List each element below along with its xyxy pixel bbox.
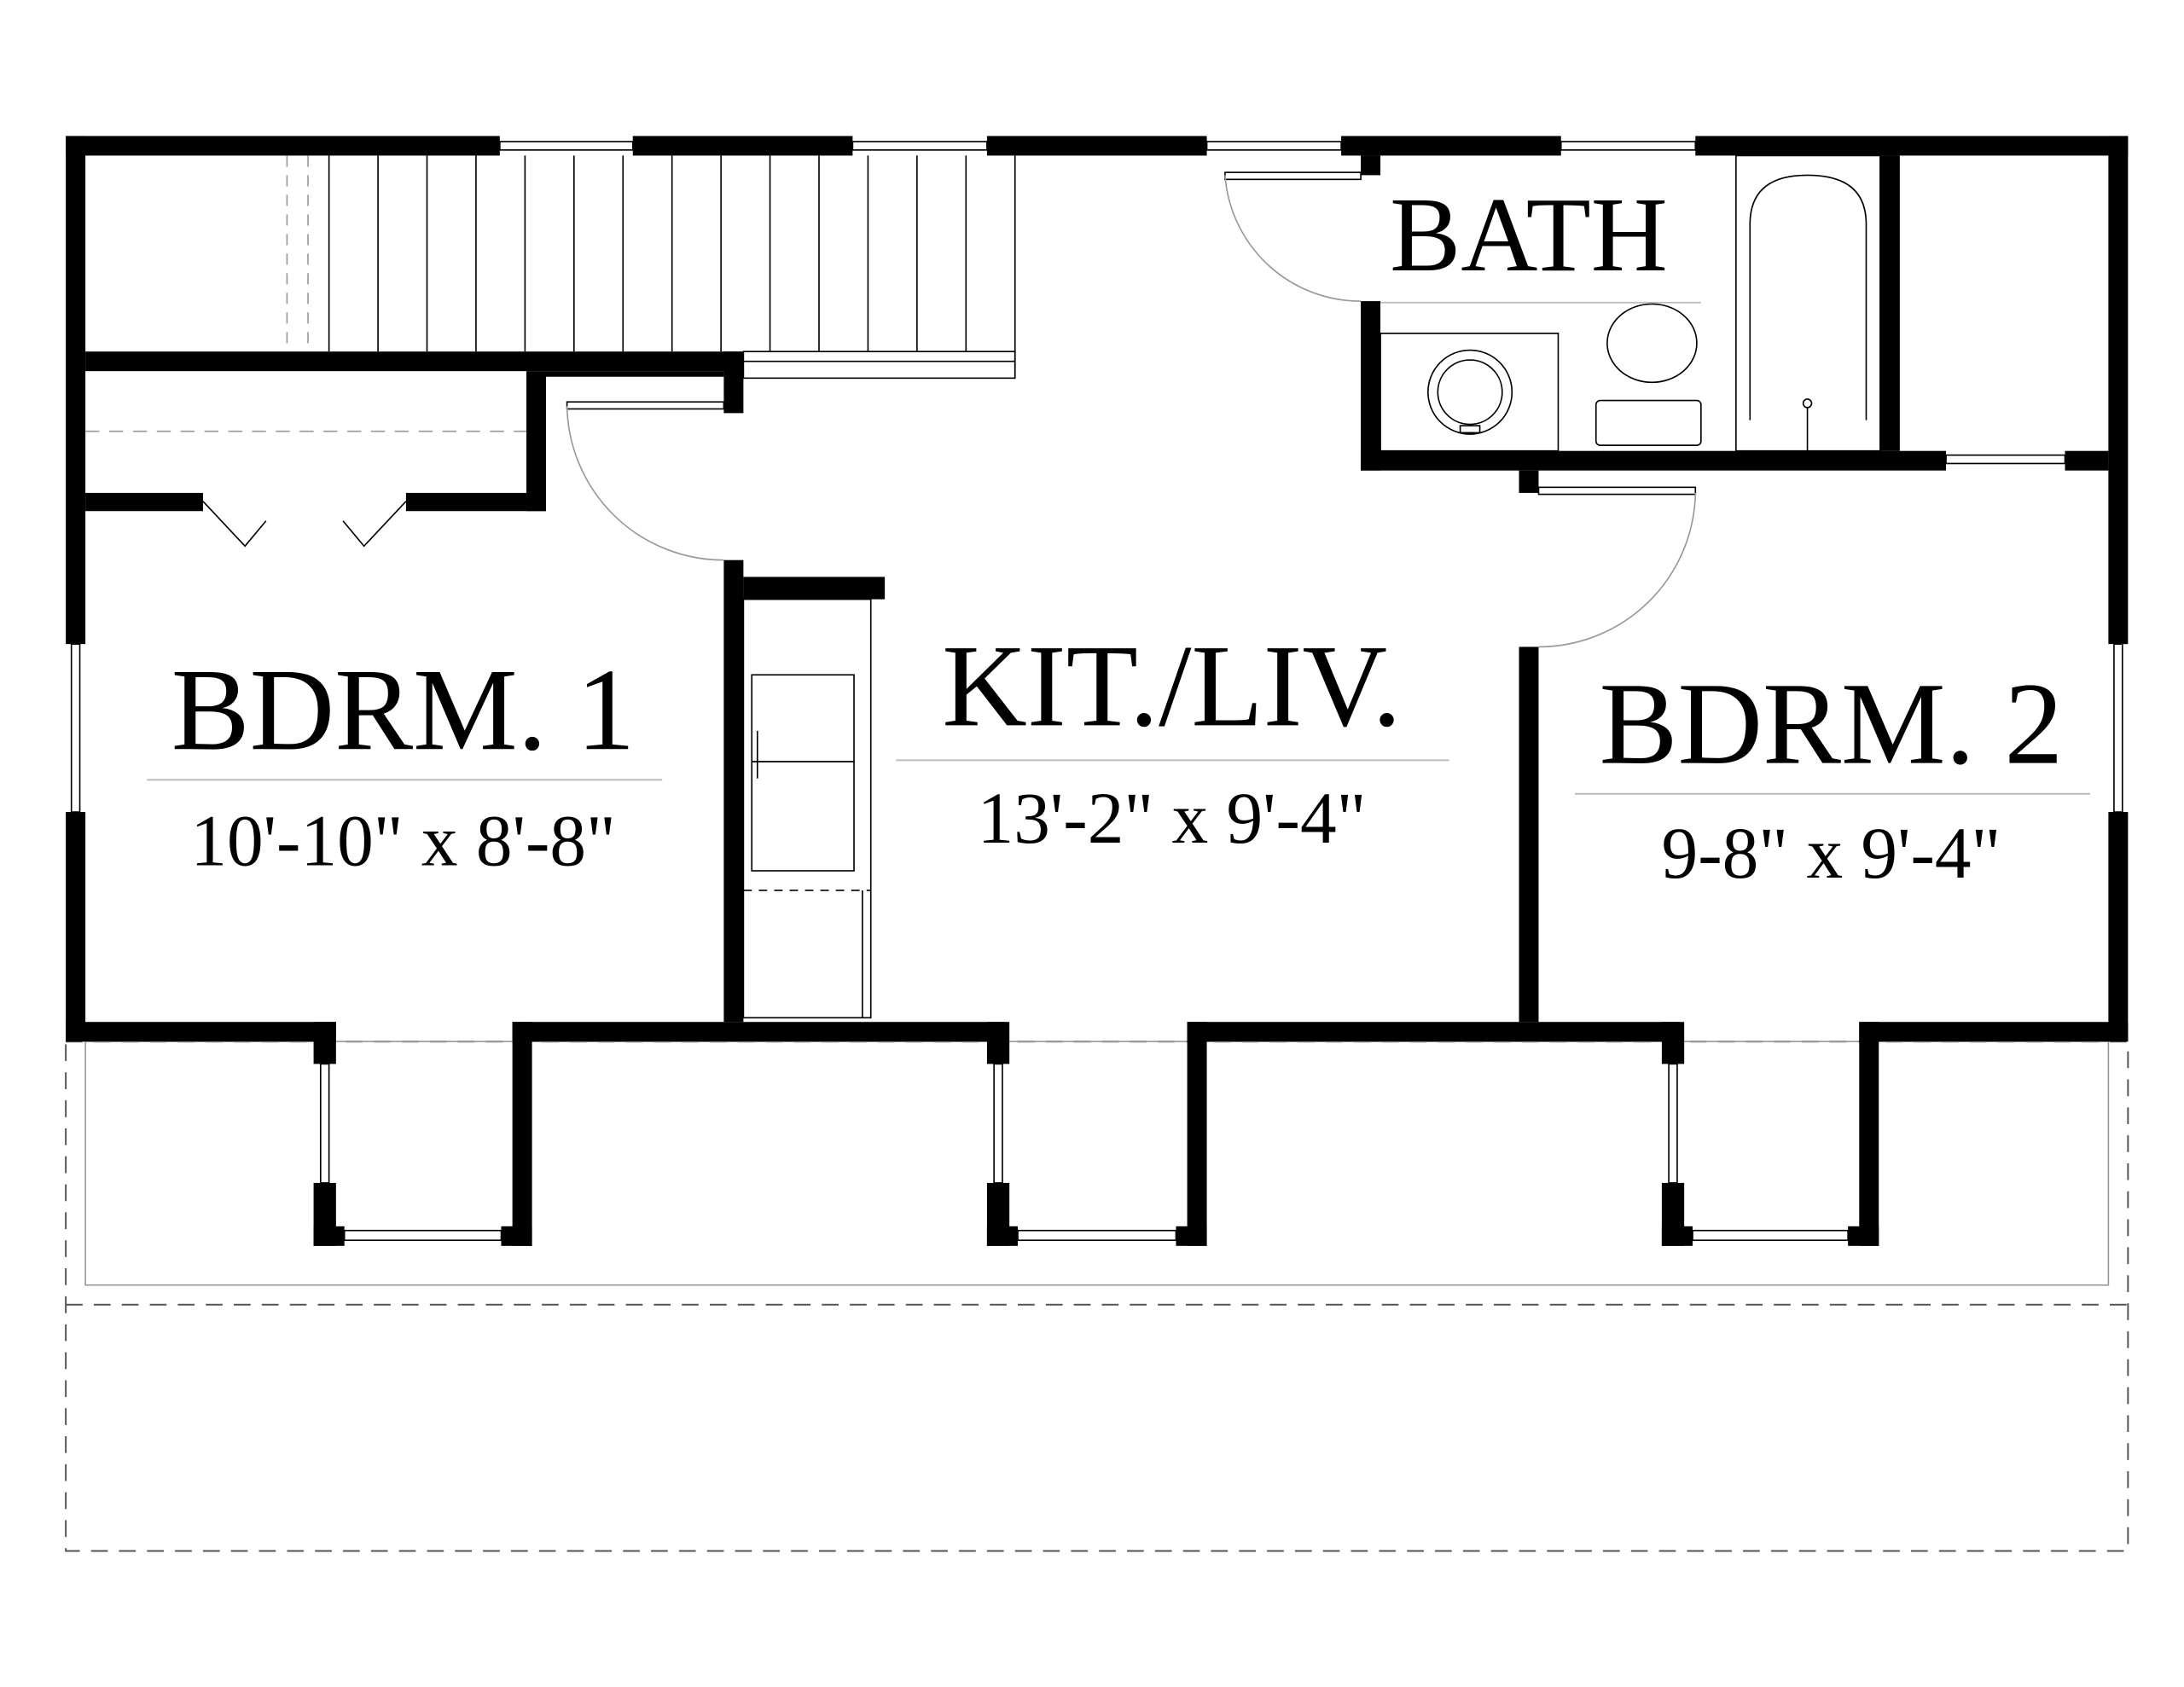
roof-overhang bbox=[84, 1041, 2110, 1286]
bdrm1-label: BDRM. 1 bbox=[171, 644, 636, 774]
windows bbox=[70, 141, 2123, 1242]
stairs bbox=[286, 155, 1016, 380]
porch-outline bbox=[65, 1041, 2129, 1552]
doors bbox=[566, 171, 1697, 648]
bath-fixtures bbox=[1380, 154, 1881, 452]
walls bbox=[66, 136, 2129, 1246]
bath-label: BATH bbox=[1390, 176, 1668, 293]
closet bbox=[85, 430, 527, 548]
kitliv-size: 13'-2" x 9'-4" bbox=[978, 779, 1367, 859]
bdrm2-label: BDRM. 2 bbox=[1600, 658, 2064, 789]
bdrm2-size: 9-8" x 9'-4" bbox=[1662, 814, 2001, 894]
bdrm1-size: 10'-10" x 8'-8" bbox=[190, 801, 616, 881]
kitchen-fixtures bbox=[742, 598, 872, 1019]
kitliv-label: KIT./LIV. bbox=[942, 620, 1401, 751]
